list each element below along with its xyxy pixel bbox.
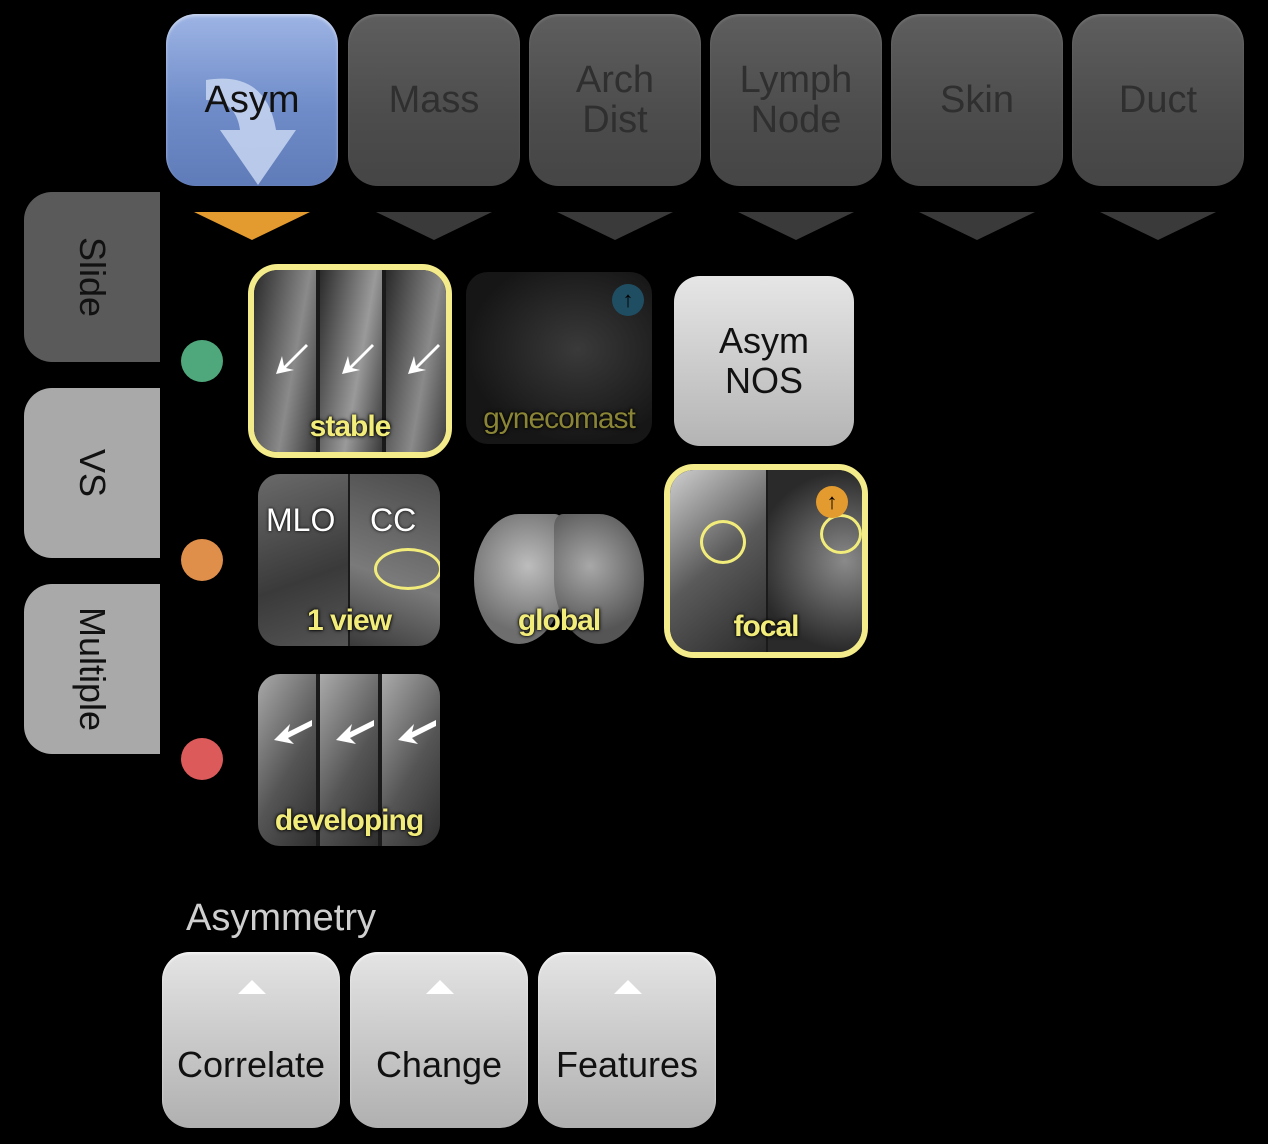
tile-caption: focal — [733, 610, 799, 643]
row-indicator-green — [181, 340, 223, 382]
tile-caption: global — [517, 604, 601, 637]
up-arrow-icon: ↑ — [612, 284, 644, 316]
mammogram-image — [474, 514, 564, 644]
tile-caption: 1 view — [306, 604, 392, 637]
arrow-icon — [398, 720, 436, 744]
row-indicator-red — [181, 738, 223, 780]
highlight-circle — [700, 520, 746, 564]
tile-caption: gynecomast — [483, 402, 636, 435]
mammogram-panel — [320, 270, 382, 452]
mammogram-panel — [254, 270, 316, 452]
asym-nos-label: Asym NOS — [719, 320, 809, 401]
button-label: Correlate — [176, 1044, 326, 1085]
mammogram-panel — [382, 674, 440, 846]
side-tab-slide[interactable]: Slide — [24, 192, 160, 362]
button-label: Change — [375, 1044, 503, 1085]
correlate-button[interactable]: Correlate — [162, 952, 340, 1128]
arrow-icon — [276, 344, 308, 374]
tab-label: Arch Dist — [575, 59, 655, 141]
tab-asym[interactable]: Asym — [166, 14, 338, 186]
cc-label: CC — [370, 502, 417, 538]
row-indicator-orange — [181, 539, 223, 581]
tile-global[interactable]: global — [468, 474, 650, 646]
curved-arrow-icon — [206, 78, 296, 185]
mammogram-panel — [320, 674, 378, 846]
arrow-icon — [342, 344, 374, 374]
mammogram-panel — [258, 674, 316, 846]
highlight-ellipse — [374, 548, 440, 590]
section-label: Asymmetry — [186, 897, 376, 939]
side-tab-label: Slide — [72, 236, 113, 318]
tab-mass[interactable]: Mass — [348, 14, 520, 186]
tab-pointer — [738, 212, 854, 240]
tile-stable[interactable]: stable — [248, 264, 452, 458]
arrow-icon — [274, 720, 312, 744]
tab-skin[interactable]: Skin — [891, 14, 1063, 186]
tile-caption: developing — [274, 804, 424, 837]
tab-pointer-active — [194, 212, 310, 240]
tab-pointer — [557, 212, 673, 240]
arrow-icon — [408, 344, 440, 374]
button-label: Features — [555, 1044, 699, 1085]
tile-gynecomast[interactable]: ↑ gynecomast — [466, 272, 652, 444]
caret-up-icon — [238, 980, 266, 994]
up-arrow-icon: ↑ — [816, 486, 848, 518]
tab-label: Lymph Node — [739, 59, 853, 141]
caret-up-icon — [426, 980, 454, 994]
mlo-label: MLO — [266, 502, 336, 538]
tile-one-view[interactable]: MLO CC 1 view — [258, 474, 440, 646]
tile-developing[interactable]: developing — [258, 674, 440, 846]
highlight-circle — [820, 514, 862, 554]
tab-lymph-node[interactable]: Lymph Node — [710, 14, 882, 186]
arrow-icon — [336, 720, 374, 744]
side-tab-label: Multiple — [72, 606, 113, 732]
caret-up-icon — [614, 980, 642, 994]
tab-label: Duct — [1118, 79, 1198, 121]
tab-pointer — [1100, 212, 1216, 240]
tab-duct[interactable]: Duct — [1072, 14, 1244, 186]
tile-caption: stable — [309, 410, 392, 443]
mammogram-panel — [258, 474, 348, 646]
asym-nos-button[interactable]: Asym NOS — [674, 276, 854, 446]
mammogram-image — [554, 514, 644, 644]
side-tab-label: VS — [72, 448, 113, 498]
change-button[interactable]: Change — [350, 952, 528, 1128]
side-tab-vs[interactable]: VS — [24, 388, 160, 558]
tab-arch-dist[interactable]: Arch Dist — [529, 14, 701, 186]
tab-pointer — [376, 212, 492, 240]
features-button[interactable]: Features — [538, 952, 716, 1128]
tab-label: Mass — [388, 79, 480, 121]
tab-label: Skin — [940, 79, 1014, 121]
tab-label: Asym — [204, 79, 300, 121]
side-tab-multiple[interactable]: Multiple — [24, 584, 160, 754]
tab-pointer — [919, 212, 1035, 240]
tile-focal[interactable]: ↑ focal — [664, 464, 868, 658]
mammogram-panel — [386, 270, 446, 452]
